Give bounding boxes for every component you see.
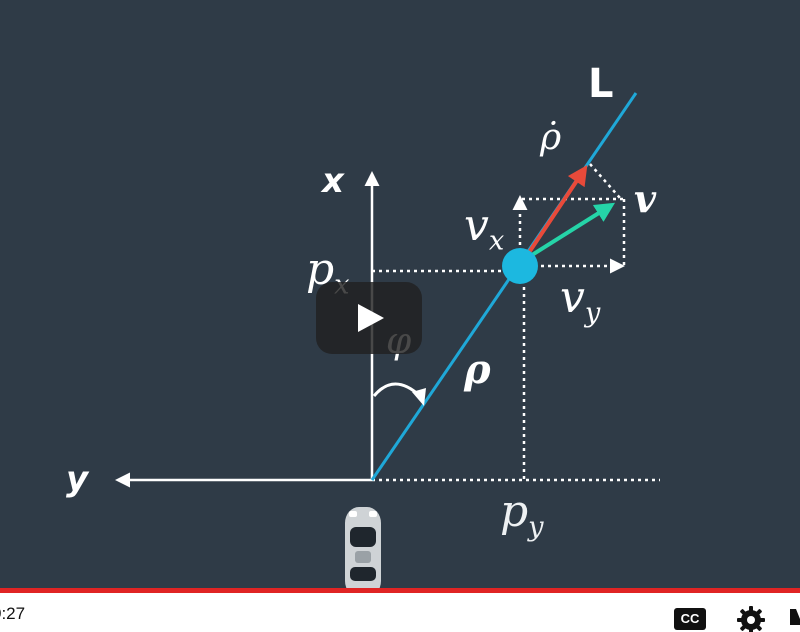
youtube-logo-icon — [790, 609, 800, 625]
video-frame[interactable]: L ρ̇ x y v vx vy px py φ ρ — [0, 0, 800, 590]
label-rho: ρ — [464, 346, 491, 393]
play-icon — [358, 304, 384, 332]
settings-button[interactable] — [736, 605, 766, 632]
time-text: 0:27 — [0, 604, 26, 623]
label-x-axis: x — [322, 161, 344, 201]
label-y-axis: y — [66, 459, 89, 499]
phi-arc — [372, 382, 422, 398]
coordinate-diagram — [115, 92, 660, 590]
label-py-main: p — [500, 486, 529, 537]
control-bar: 0:27 CC — [0, 593, 800, 632]
car-icon — [345, 507, 381, 590]
v-arrow — [522, 202, 616, 262]
phi-arc-head — [412, 388, 426, 406]
rho-dot-perp — [589, 163, 621, 199]
label-L: L — [588, 61, 614, 107]
label-v: v — [634, 176, 657, 221]
label-vy: vy — [560, 276, 600, 327]
label-vx-main: v — [464, 200, 489, 251]
label-rho-dot: ρ̇ — [540, 117, 562, 158]
rho-dot-arrow — [522, 165, 588, 262]
point-marker — [502, 248, 538, 284]
captions-button[interactable]: CC — [674, 608, 706, 630]
label-vx: vx — [464, 204, 504, 255]
gear-icon — [737, 606, 765, 632]
label-py: py — [500, 490, 544, 541]
time-display: 0:27 — [0, 605, 25, 622]
youtube-logo-button[interactable] — [790, 605, 800, 631]
label-vy-main: v — [560, 272, 585, 323]
play-button[interactable] — [316, 282, 422, 354]
label-vx-sub: x — [488, 225, 505, 257]
label-vy-sub: y — [584, 297, 601, 329]
label-py-sub: y — [528, 511, 544, 543]
line-L — [370, 92, 638, 481]
progress-bar[interactable] — [0, 588, 800, 593]
